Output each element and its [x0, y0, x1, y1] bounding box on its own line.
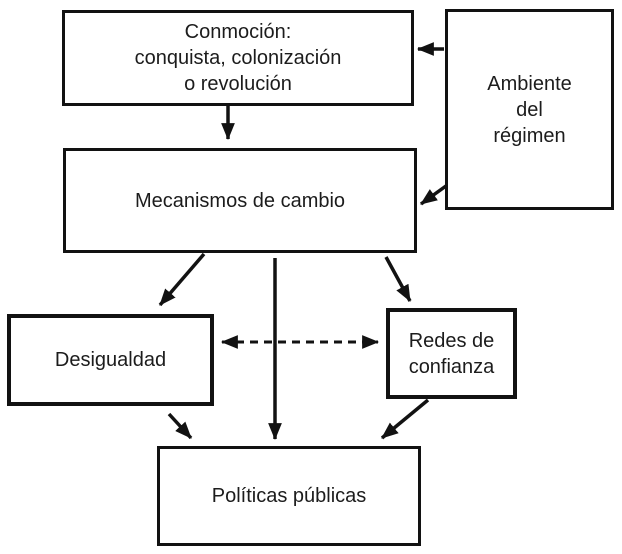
node-mecanismos-de-cambio: Mecanismos de cambio [63, 148, 417, 253]
arrow-mecanismos-to-redes [384, 256, 412, 302]
arrow-desigualdad-to-politicas [167, 412, 193, 440]
node-redes-de-confianza: Redes de confianza [386, 308, 517, 399]
node-politicas-publicas: Políticas públicas [157, 446, 421, 546]
arrow-redes-to-politicas [380, 398, 430, 440]
arrow-mecanismos-to-desigualdad [158, 252, 206, 307]
node-conmocion: Conmoción: conquista, colonización o rev… [62, 10, 414, 106]
node-desigualdad: Desigualdad [7, 314, 214, 406]
node-ambiente-del-regimen: Ambiente del régimen [445, 9, 614, 210]
